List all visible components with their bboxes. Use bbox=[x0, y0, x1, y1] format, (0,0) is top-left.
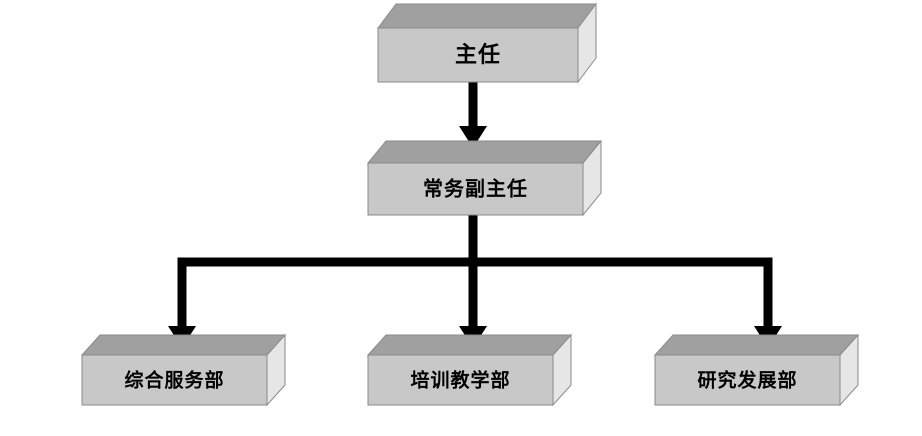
node-front-face bbox=[81, 354, 268, 406]
connector-director-to-deputy bbox=[459, 82, 487, 148]
node-deputy-director[interactable]: 常务副主任 bbox=[366, 139, 603, 217]
node-research-development[interactable]: 研究发展部 bbox=[653, 333, 860, 407]
node-label: 主任 bbox=[455, 42, 501, 68]
node-top-face bbox=[653, 334, 860, 356]
node-top-face bbox=[366, 140, 603, 164]
node-label: 综合服务部 bbox=[124, 369, 224, 392]
node-label: 研究发展部 bbox=[697, 369, 797, 392]
node-top-face bbox=[377, 3, 597, 29]
node-general-services[interactable]: 综合服务部 bbox=[80, 333, 287, 407]
node-label: 常务副主任 bbox=[423, 177, 528, 201]
node-top-face bbox=[80, 334, 287, 356]
node-top-face bbox=[366, 334, 573, 356]
node-front-face bbox=[367, 162, 584, 216]
node-front-face bbox=[377, 27, 579, 83]
node-front-face bbox=[654, 354, 841, 406]
node-front-face bbox=[367, 354, 554, 406]
connector-deputy-trunk bbox=[468, 215, 478, 262]
node-director[interactable]: 主任 bbox=[377, 2, 597, 84]
node-training-teaching[interactable]: 培训教学部 bbox=[366, 333, 573, 407]
node-label: 培训教学部 bbox=[410, 369, 510, 392]
